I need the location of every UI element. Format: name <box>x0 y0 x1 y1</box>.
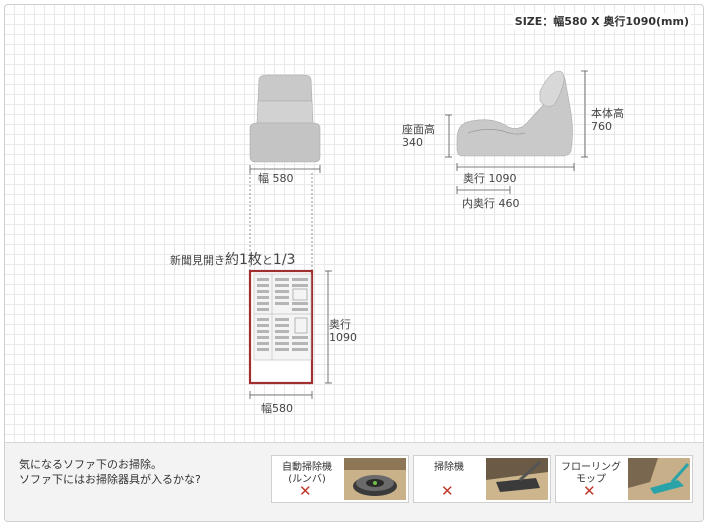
newspaper-caption-prefix: 新聞見開き <box>170 254 225 267</box>
cleaning-question-line2: ソファ下にはお掃除器具が入るかな? <box>19 473 201 486</box>
cleaning-item-label-line1: 掃除機 <box>434 462 464 473</box>
cleaning-question-line1: 気になるソファ下のお掃除。 <box>19 458 162 471</box>
side-depth-label: 奥行 1090 <box>463 172 517 185</box>
seat-height-value: 340 <box>402 136 423 149</box>
not-fit-mark-icon: ✕ <box>441 482 454 500</box>
newspaper-caption-amount: 約1枚 <box>225 252 262 268</box>
cleaning-question: 気になるソファ下のお掃除。 ソファ下にはお掃除器具が入るかな? <box>19 457 201 487</box>
sofa-top-view <box>248 269 332 399</box>
not-fit-mark-icon: ✕ <box>299 482 312 500</box>
cleaning-item-label-line1: フローリング <box>561 462 621 473</box>
vacuum-cleaner-photo-icon <box>486 458 548 500</box>
top-depth-value: 1090 <box>329 331 357 344</box>
cleaning-item-label-line2: モップ <box>576 474 606 485</box>
newspaper-caption-conj: と <box>261 254 273 267</box>
sofa-front-view <box>249 74 321 173</box>
robot-vacuum-photo-icon <box>344 458 406 500</box>
cleaning-panel: 気になるソファ下のお掃除。 ソファ下にはお掃除器具が入るかな? 自動掃除機 (ル… <box>5 442 703 521</box>
size-diagram-frame: SIZE：幅580 X 奥行1090(mm) <box>4 4 704 522</box>
floor-mop-photo-icon <box>628 458 690 500</box>
cleaning-item-label: 自動掃除機 (ルンバ) <box>272 462 342 486</box>
cleaning-item-robot-vacuum: 自動掃除機 (ルンバ) ✕ <box>271 455 409 503</box>
size-label: SIZE：幅580 X 奥行1090(mm) <box>512 13 691 29</box>
cleaning-item-label-line2: (ルンバ) <box>288 474 326 485</box>
front-width-label: 幅 580 <box>258 172 294 185</box>
cleaning-item-vacuum: 掃除機 ✕ <box>413 455 551 503</box>
cleaning-item-label: フローリング モップ <box>556 462 626 486</box>
cleaning-item-label: 掃除機 <box>414 462 484 474</box>
not-fit-mark-icon: ✕ <box>583 482 596 500</box>
newspaper-caption-fraction: 1/3 <box>272 252 296 268</box>
body-height-value: 760 <box>591 120 612 133</box>
newspaper-illustration <box>253 273 312 361</box>
cleaning-item-label-line1: 自動掃除機 <box>282 462 332 473</box>
seat-height-label: 座面高 <box>402 123 435 136</box>
diagram-drawing <box>248 70 588 399</box>
top-depth-label: 奥行 <box>329 318 351 331</box>
newspaper-caption: 新聞見開き約1枚と1/3 <box>170 249 295 269</box>
inner-depth-label: 内奥行 460 <box>462 197 520 210</box>
body-height-label: 本体高 <box>591 107 624 120</box>
cleaning-item-floor-mop: フローリング モップ ✕ <box>555 455 693 503</box>
sofa-side-view <box>445 70 588 194</box>
top-width-label: 幅580 <box>261 402 293 415</box>
